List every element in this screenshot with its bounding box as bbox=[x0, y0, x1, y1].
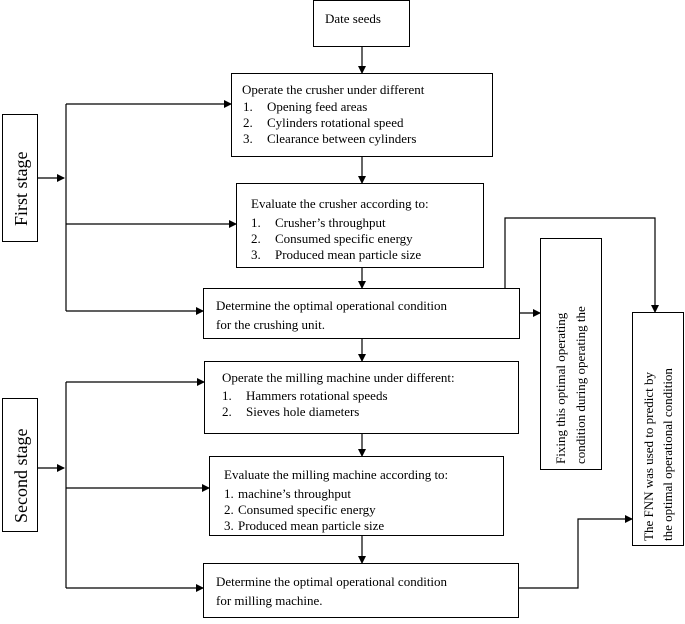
arrow-milling-optimal-to-fnn bbox=[519, 515, 633, 589]
operate-milling-title: Operate the milling machine under differ… bbox=[222, 370, 455, 385]
list-item: 2.Cylinders rotational speed bbox=[243, 115, 404, 130]
fixing-line2: condition during operating the bbox=[573, 306, 588, 464]
optimal-crusher-box: Determine the optimal operational condit… bbox=[203, 288, 520, 339]
list-item: 3.Clearance between cylinders bbox=[243, 131, 417, 146]
fixing-box: Fixing this optimal operating condition … bbox=[540, 238, 602, 470]
list-item: 3.Produced mean particle size bbox=[224, 518, 385, 533]
evaluate-milling-title: Evaluate the milling machine according t… bbox=[224, 467, 449, 482]
start-label: Date seeds bbox=[325, 11, 381, 26]
operate-crusher-box: Operate the crusher under different 1.Op… bbox=[231, 73, 493, 157]
operate-crusher-list: 1.Opening feed areas 2.Cylinders rotatio… bbox=[243, 99, 416, 147]
operate-milling-list: 1.Hammers rotational speeds 2.Sieves hol… bbox=[222, 388, 388, 420]
list-item: 1.Opening feed areas bbox=[243, 99, 368, 114]
list-item: 2.Sieves hole diameters bbox=[222, 404, 360, 419]
list-item: 1.Crusher’s throughput bbox=[251, 215, 386, 230]
first-stage-label-box: First stage bbox=[2, 114, 38, 242]
fixing-line1: Fixing this optimal operating bbox=[553, 312, 568, 464]
optimal-milling-line2: for milling machine. bbox=[216, 593, 323, 608]
list-item: 3.Produced mean particle size bbox=[251, 247, 422, 262]
evaluate-crusher-box: Evaluate the crusher according to: 1.Cru… bbox=[236, 183, 484, 268]
optimal-crusher-line2: for the crushing unit. bbox=[216, 317, 326, 332]
first-stage-label: First stage bbox=[11, 151, 31, 227]
optimal-milling-box: Determine the optimal operational condit… bbox=[203, 563, 519, 618]
evaluate-crusher-list: 1.Crusher’s throughput 2.Consumed specif… bbox=[251, 215, 421, 263]
fnn-box: The FNN was used to predict by the optim… bbox=[632, 312, 684, 546]
list-item: 2.Consumed specific energy bbox=[224, 502, 376, 517]
operate-crusher-title: Operate the crusher under different bbox=[242, 82, 425, 97]
fnn-line1: The FNN was used to predict by bbox=[641, 372, 656, 541]
operate-milling-box: Operate the milling machine under differ… bbox=[204, 361, 519, 434]
start-box: Date seeds bbox=[313, 0, 410, 47]
evaluate-milling-box: Evaluate the milling machine according t… bbox=[209, 456, 504, 536]
arrow-to-fnn-from-top bbox=[504, 217, 659, 313]
list-item: 1.Hammers rotational speeds bbox=[222, 388, 388, 403]
evaluate-milling-list: 1.machine’s throughput 2.Consumed specif… bbox=[224, 486, 384, 534]
optimal-crusher-line1: Determine the optimal operational condit… bbox=[216, 298, 448, 313]
fnn-line2: the optimal operational condition bbox=[660, 368, 675, 541]
list-item: 2.Consumed specific energy bbox=[251, 231, 413, 246]
evaluate-crusher-title: Evaluate the crusher according to: bbox=[251, 196, 429, 211]
optimal-milling-line1: Determine the optimal operational condit… bbox=[216, 574, 448, 589]
second-stage-label-box: Second stage bbox=[2, 398, 38, 532]
second-stage-label: Second stage bbox=[11, 428, 31, 523]
list-item: 1.machine’s throughput bbox=[224, 486, 352, 501]
